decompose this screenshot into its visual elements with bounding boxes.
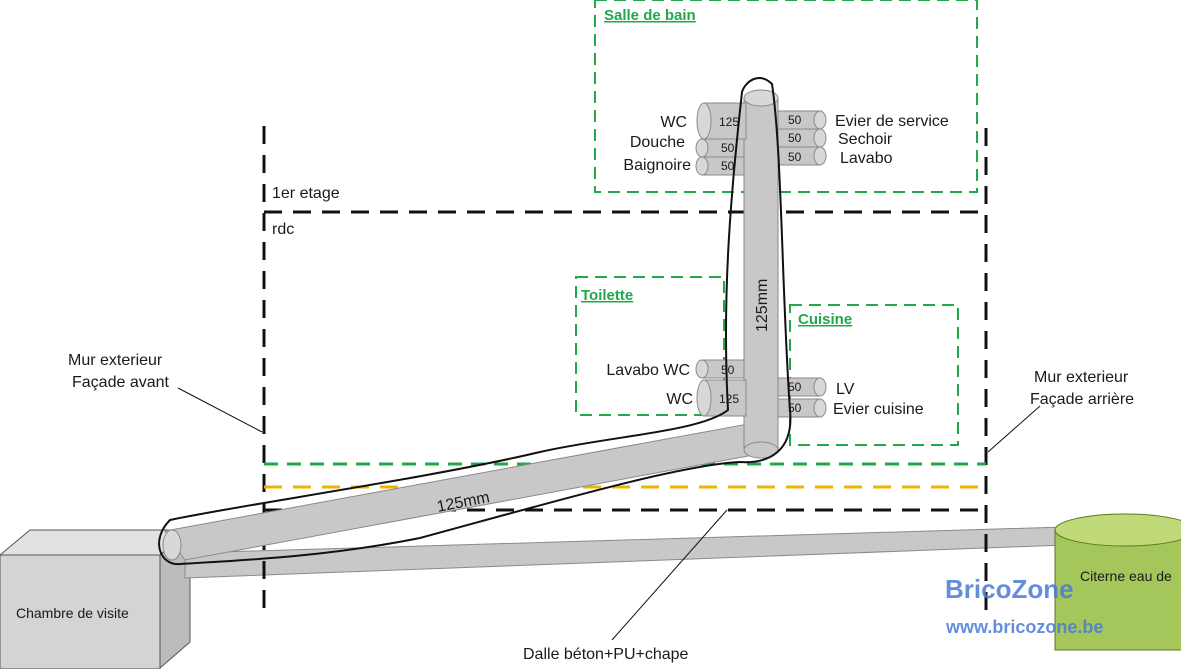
sdb-label-wc: WC	[660, 114, 687, 131]
sdb-label-lavabo: Lavabo	[840, 150, 893, 167]
pipe-vertical-label: 125mm	[754, 279, 771, 332]
chambre-label: Chambre de visite	[16, 605, 129, 621]
pipe-vertical-125	[743, 97, 779, 451]
mur-arriere-label-2: Façade arrière	[1030, 391, 1134, 408]
svg-text:50: 50	[788, 150, 802, 164]
sdb-connector-evier-service: 50	[777, 110, 827, 130]
svg-text:50: 50	[721, 141, 735, 155]
pipe-diagonal-end	[162, 529, 182, 561]
cuisine-connector-evier: 50	[777, 398, 827, 418]
floor-label-1er: 1er etage	[272, 185, 340, 202]
svg-text:50: 50	[721, 363, 735, 377]
svg-text:125: 125	[719, 115, 739, 129]
svg-text:125: 125	[719, 392, 739, 406]
toilette-connector-lavabo-wc: 50	[695, 359, 745, 379]
chambre-de-visite: Chambre de visite	[0, 528, 192, 669]
pipe-vertical-top	[743, 89, 779, 107]
sdb-label-sechoir: Sechoir	[838, 131, 893, 148]
mur-avant-label-2: Façade avant	[72, 374, 170, 391]
hand-drawn-outline	[158, 77, 792, 566]
cuisine-label-evier: Evier cuisine	[833, 401, 924, 418]
citerne-tank: Citerne eau de	[1054, 513, 1181, 651]
cuisine-connector-lv: 50	[777, 377, 827, 397]
svg-text:50: 50	[788, 131, 802, 145]
leader-mur-avant	[177, 387, 263, 433]
sdb-label-evier-service: Evier de service	[835, 113, 949, 130]
sdb-connector-douche: 50	[695, 138, 745, 158]
sdb-connector-sechoir: 50	[777, 128, 827, 148]
toilette-connector-wc: 125	[696, 379, 747, 417]
sdb-label-douche: Douche	[630, 134, 685, 151]
dalle-label: Dalle béton+PU+chape	[523, 646, 689, 663]
leader-dalle	[611, 509, 728, 641]
zone-cuisine	[789, 304, 959, 446]
leader-mur-arriere	[987, 405, 1041, 453]
svg-text:50: 50	[721, 159, 735, 173]
sdb-label-baignoire: Baignoire	[623, 157, 691, 174]
citerne-label: Citerne eau de	[1080, 568, 1172, 584]
mur-avant-label-1: Mur exterieur	[68, 352, 163, 369]
zone-title-salle-de-bain: Salle de bain	[604, 7, 696, 24]
cuisine-label-lv: LV	[836, 381, 855, 398]
svg-text:50: 50	[788, 401, 802, 415]
zone-toilette	[575, 276, 725, 416]
mur-arriere-label-1: Mur exterieur	[1034, 369, 1129, 386]
toilette-label-lavabo-wc: Lavabo WC	[606, 362, 690, 379]
sdb-connector-baignoire: 50	[695, 156, 745, 176]
toilette-label-wc: WC	[666, 391, 693, 408]
zone-title-cuisine: Cuisine	[798, 311, 852, 328]
zone-title-toilette: Toilette	[581, 287, 633, 304]
sdb-connector-lavabo: 50	[777, 146, 827, 166]
watermark-url: www.bricozone.be	[945, 617, 1103, 637]
svg-text:50: 50	[788, 380, 802, 394]
svg-text:50: 50	[788, 113, 802, 127]
watermark-brand: BricoZone	[945, 574, 1074, 604]
zone-salle-de-bain	[594, 0, 978, 193]
floor-label-rdc: rdc	[272, 221, 294, 238]
pipe-vertical-bottom	[743, 441, 779, 459]
